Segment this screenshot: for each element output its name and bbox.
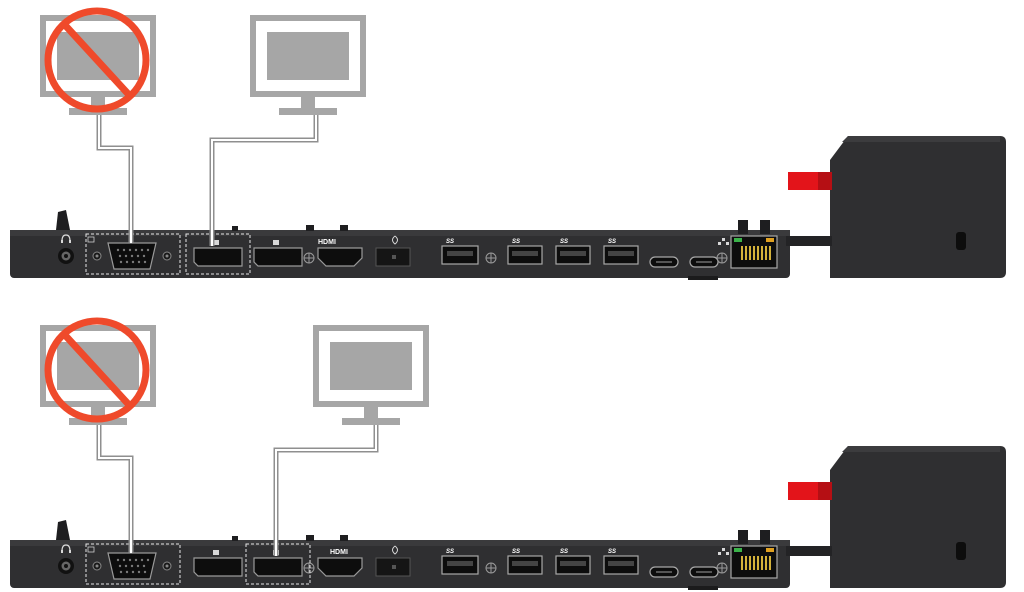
monitor-icon bbox=[253, 18, 363, 115]
displayport-cable bbox=[209, 108, 319, 246]
usb-ss-label: SS bbox=[512, 239, 520, 245]
displayport-1-highlight bbox=[185, 233, 251, 275]
usb-ss-label: SS bbox=[560, 549, 568, 555]
docking-station-bottom bbox=[9, 445, 1007, 591]
scenario-bottom: HDMI SS SS SS SS bbox=[9, 321, 1007, 591]
hdmi-label: HDMI bbox=[318, 239, 336, 246]
usb-ss-label: SS bbox=[446, 239, 454, 245]
docking-station-top bbox=[9, 135, 1007, 281]
scenario-top: HDMI SS SS SS SS bbox=[9, 11, 1007, 281]
usb-ss-label: SS bbox=[560, 239, 568, 245]
usb-ss-label: SS bbox=[512, 549, 520, 555]
vga-cable bbox=[96, 108, 134, 243]
usb-ss-label: SS bbox=[608, 239, 616, 245]
vga-cable bbox=[96, 418, 134, 553]
displayport-cable bbox=[273, 418, 379, 556]
usb-ss-label: SS bbox=[446, 549, 454, 555]
monitor-icon bbox=[316, 328, 426, 425]
usb-ss-label: SS bbox=[608, 549, 616, 555]
hdmi-label: HDMI bbox=[330, 549, 348, 556]
